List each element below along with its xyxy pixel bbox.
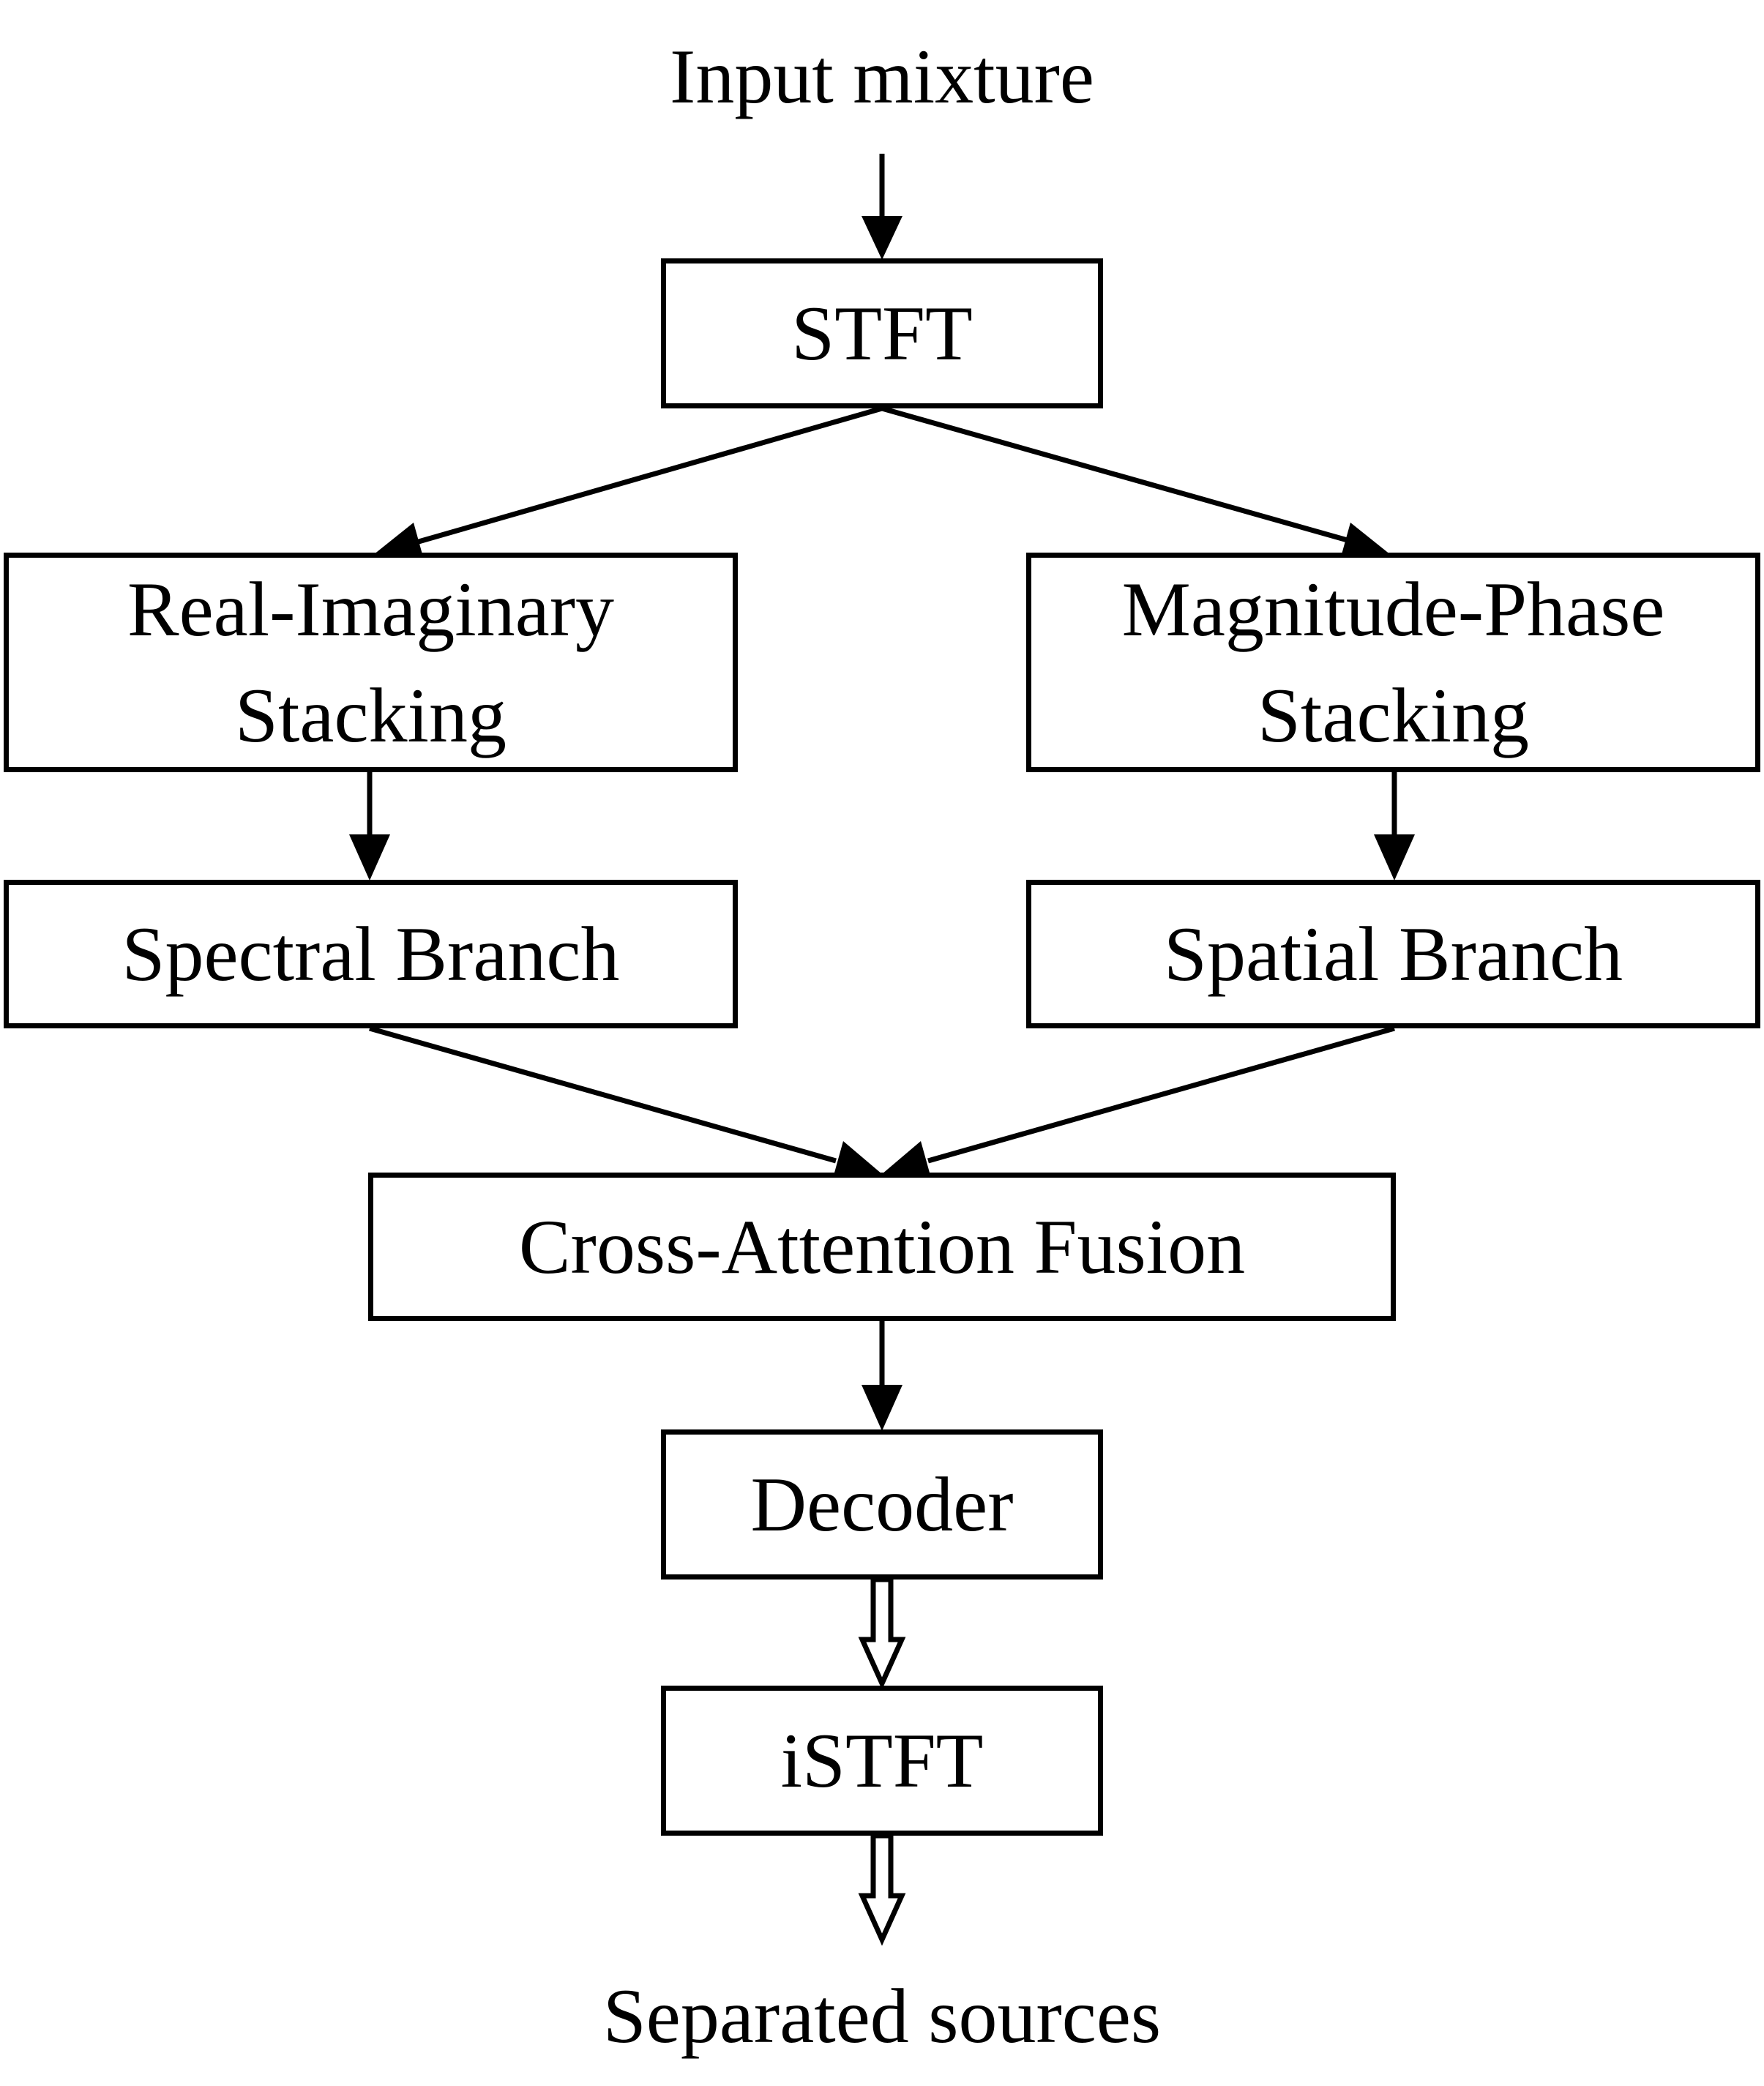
cross-attention-fusion-label: Cross-Attention Fusion xyxy=(518,1204,1246,1290)
arrowhead-fusion-right xyxy=(882,1141,932,1181)
arrow-spectral-to-fusion xyxy=(369,1025,837,1164)
hollow-arrow-istft-to-output xyxy=(858,1833,906,1946)
spatial-branch-node: Spatial Branch xyxy=(1026,880,1760,1028)
arrowhead-decoder xyxy=(862,1385,902,1431)
istft-node: iSTFT xyxy=(661,1686,1103,1836)
magnitude-phase-line1: Magnitude-Phase xyxy=(1121,567,1665,652)
arrow-stft-to-real-imag xyxy=(413,405,883,546)
cross-attention-fusion-node: Cross-Attention Fusion xyxy=(368,1173,1396,1321)
arrowhead-mag-phase xyxy=(1339,523,1391,562)
spectral-branch-node: Spectral Branch xyxy=(4,880,738,1028)
arrow-stft-to-mag-phase xyxy=(881,405,1358,546)
real-imaginary-line1: Real-Imaginary xyxy=(127,567,615,652)
decoder-node: Decoder xyxy=(661,1429,1103,1580)
input-label: Input mixture xyxy=(670,34,1094,119)
arrowhead-fusion-left xyxy=(832,1141,882,1181)
arrowhead-spectral xyxy=(349,834,390,881)
arrowhead-stft xyxy=(862,216,902,260)
real-imaginary-line2: Stacking xyxy=(235,673,507,758)
spectral-branch-label: Spectral Branch xyxy=(122,911,620,997)
spatial-branch-label: Spatial Branch xyxy=(1164,911,1623,997)
arrowhead-real-imag xyxy=(373,523,425,562)
magnitude-phase-stacking-node: Magnitude-Phase Stacking xyxy=(1026,553,1760,772)
stft-node-label: STFT xyxy=(791,291,973,376)
hollow-arrow-decoder-to-istft xyxy=(858,1577,906,1690)
arrowhead-spatial xyxy=(1374,834,1415,881)
stft-node: STFT xyxy=(661,258,1103,408)
arrow-spatial-to-fusion xyxy=(927,1025,1395,1164)
real-imaginary-stacking-node: Real-Imaginary Stacking xyxy=(4,553,738,772)
output-label: Separated sources xyxy=(602,1973,1162,2059)
decoder-label: Decoder xyxy=(750,1462,1014,1547)
magnitude-phase-line2: Stacking xyxy=(1257,673,1529,758)
istft-label: iSTFT xyxy=(780,1718,984,1803)
